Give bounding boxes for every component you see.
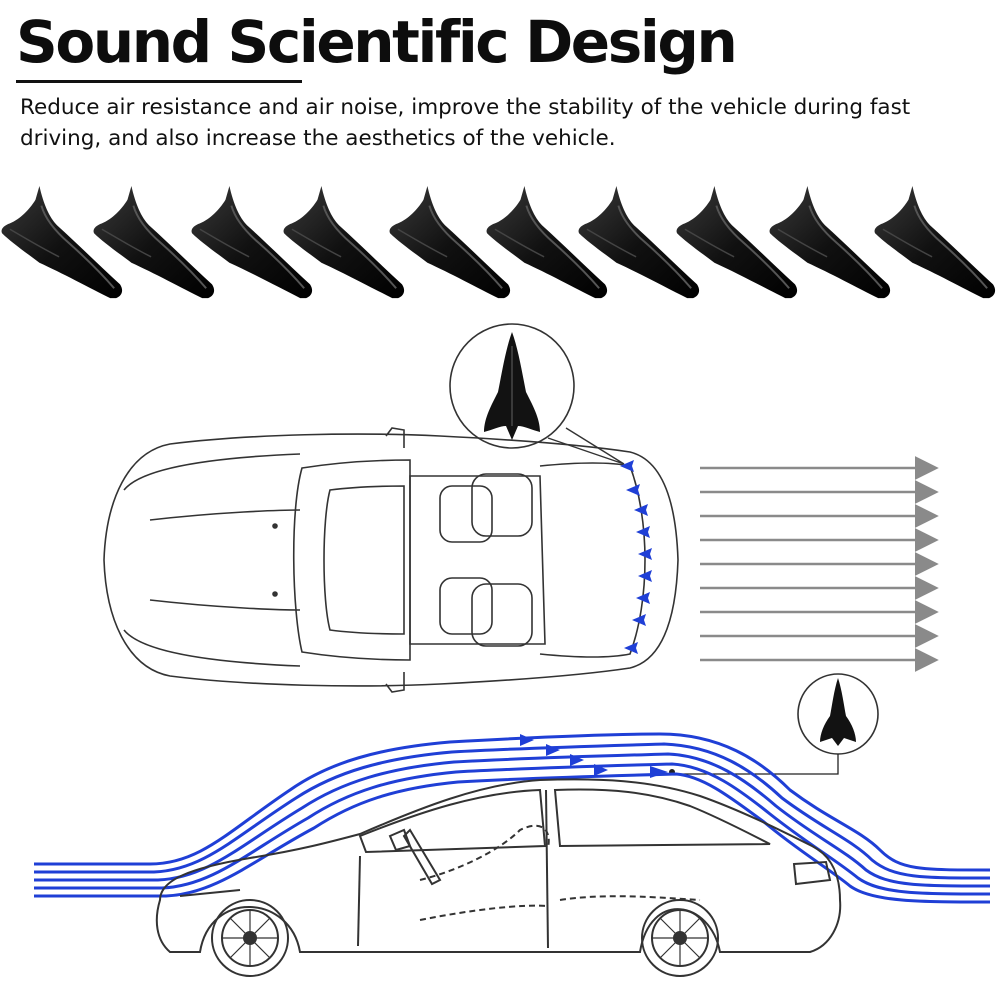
airflow-arrows (700, 456, 939, 672)
fin-markers-top (620, 460, 652, 654)
car-top-view (103, 427, 679, 693)
top-view-callout (449, 323, 625, 465)
fin-side-view-icon (820, 678, 856, 746)
page-description: Reduce air resistance and air noise, imp… (20, 95, 911, 151)
side-view-callout (669, 673, 879, 775)
airflow-arrowheads (520, 734, 668, 778)
fin-row (0, 186, 997, 300)
shark-fin-image (873, 186, 997, 300)
shark-fin-image (388, 186, 512, 300)
airflow-lines-side (34, 732, 991, 904)
page-title: Sound Scientific Design (16, 8, 738, 76)
title-underline (16, 80, 302, 83)
shark-fin-image (190, 186, 314, 300)
shark-fin-image (675, 186, 799, 300)
shark-fin-image (0, 186, 124, 300)
car-side-view (155, 778, 842, 977)
